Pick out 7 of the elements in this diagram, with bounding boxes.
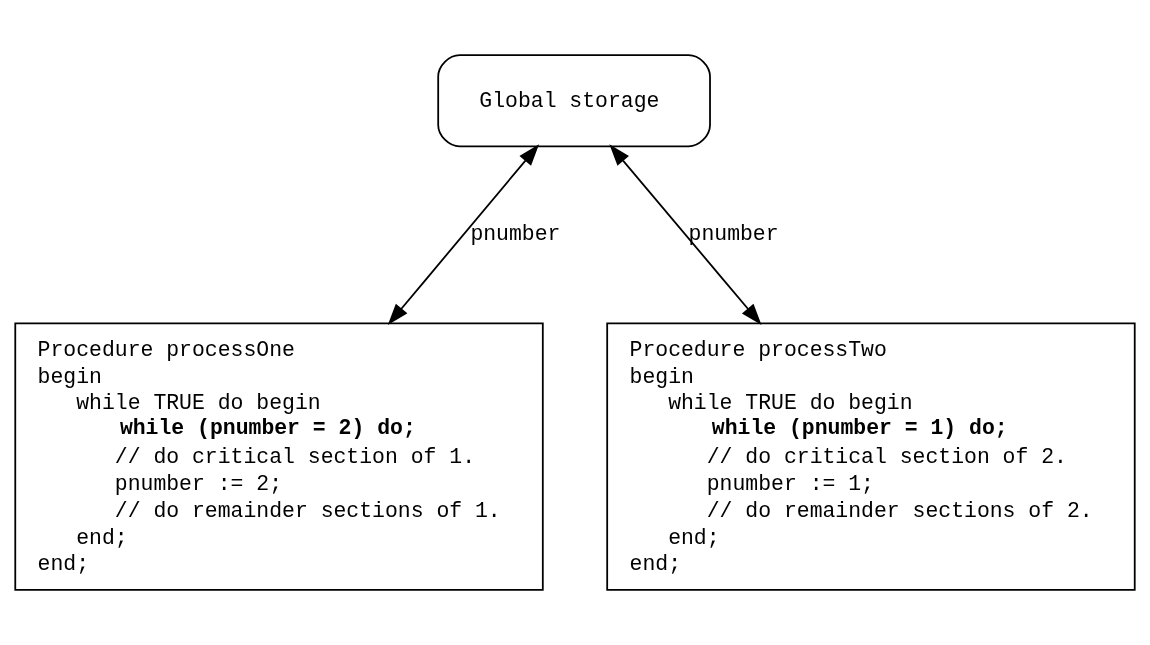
node-box: Procedure processTwo begin while TRUE do begin while (pnumber = 1) do; // do critical section of 2. pnumber := 1; // do remainder sections of 2. end; end; [606,322,1136,591]
node-box: Procedure processOne begin while TRUE do begin while (pnumber = 2) do; // do critical section of 1. pnumber := 2; // do remainder sections of 1. end; end; [14,322,544,591]
arrow [609,144,762,325]
edge-label: pnumber [470,222,561,247]
edge-label: pnumber [688,222,779,247]
node-box: Global storage [437,54,711,148]
arrow [387,144,540,325]
